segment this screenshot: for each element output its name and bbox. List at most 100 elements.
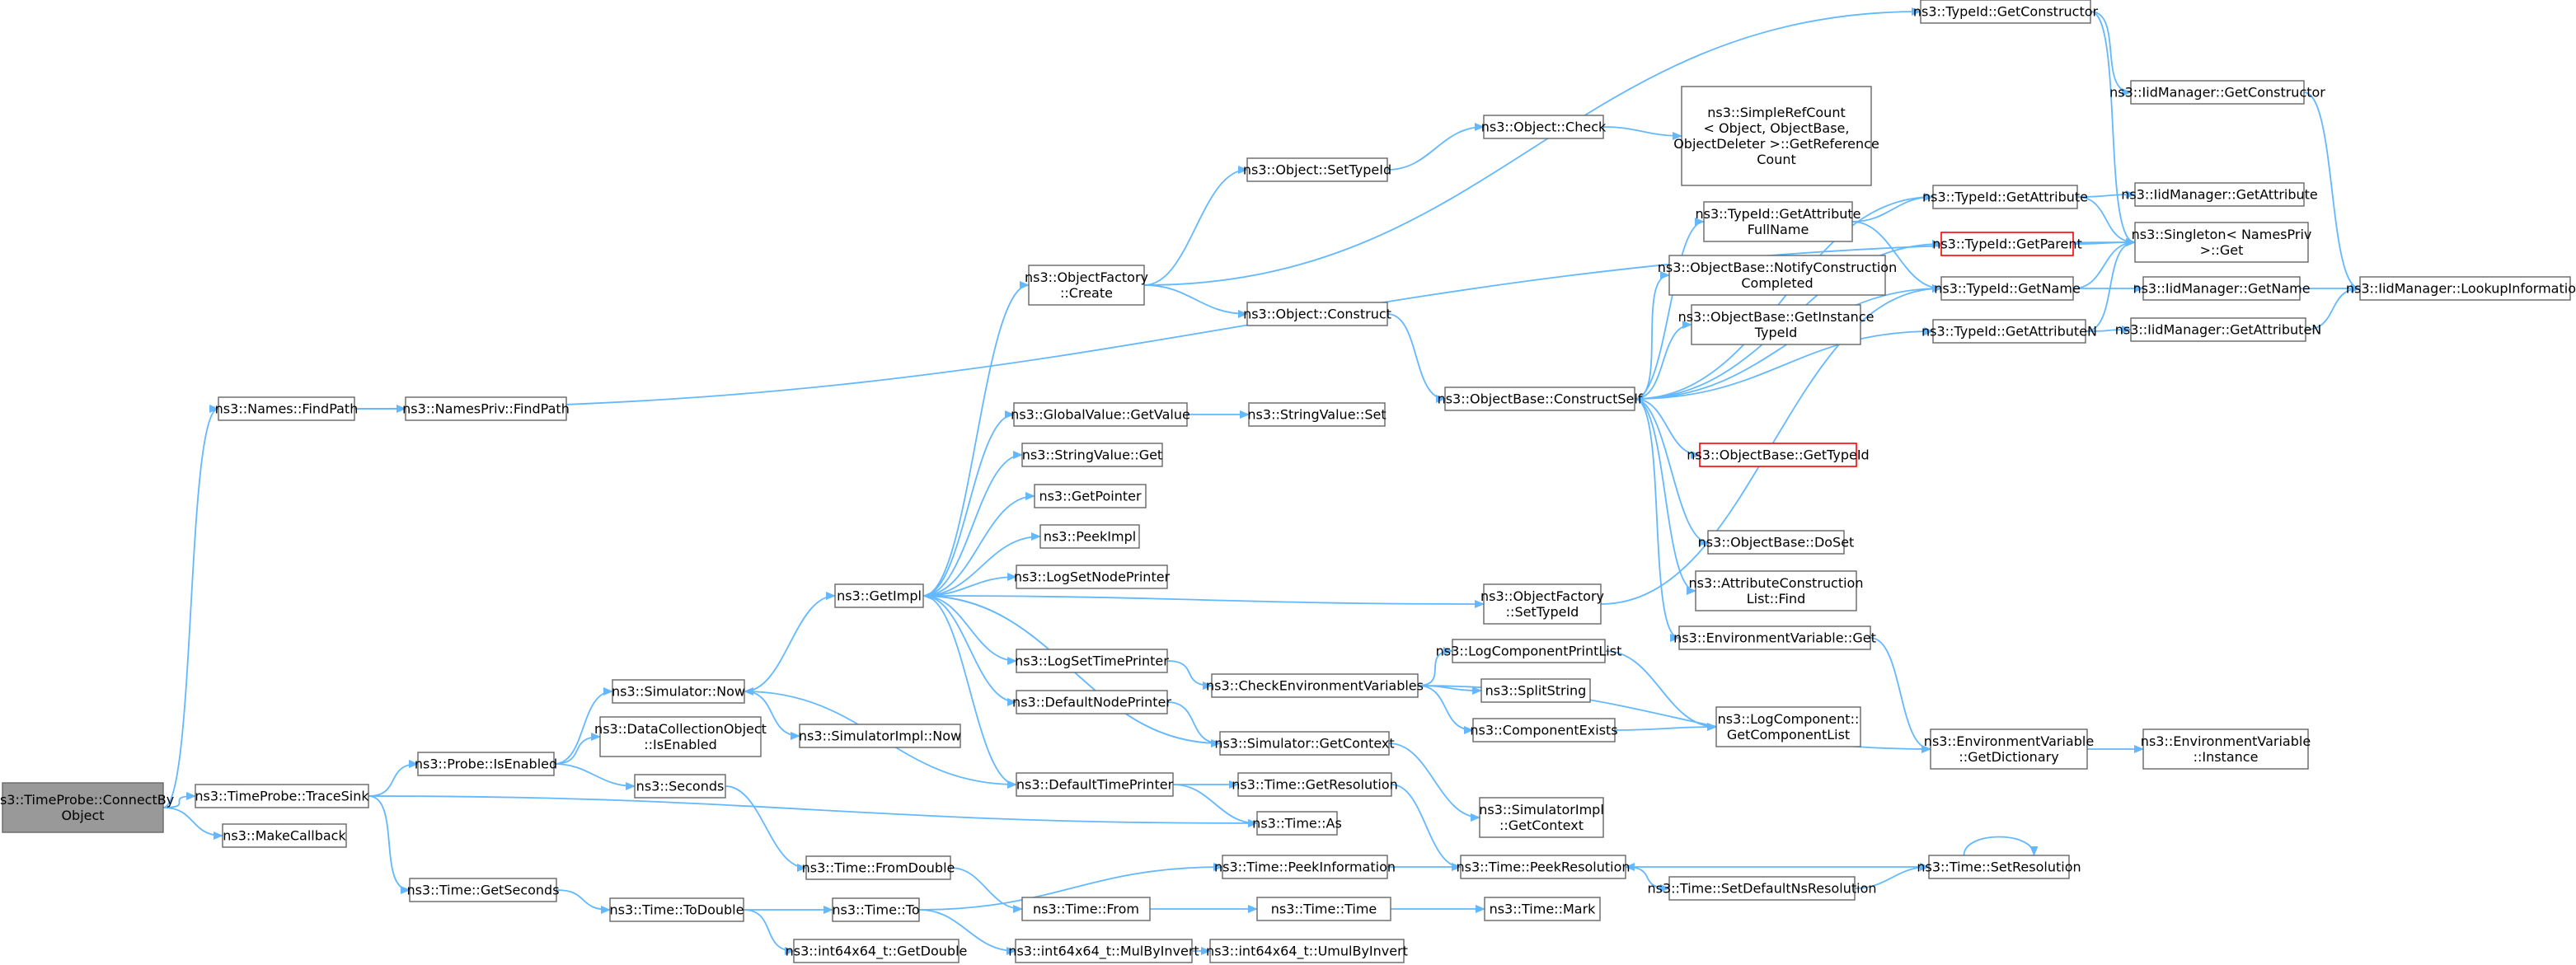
node-label: ns3::GlobalValue::GetValue	[1011, 407, 1190, 423]
edge-getres-to-peekres	[1391, 784, 1462, 871]
node-simimplctx[interactable]: ns3::SimulatorImpl::GetContext	[1479, 797, 1604, 838]
node-srcget[interactable]: ns3::SimpleRefCount< Object, ObjectBase,…	[1673, 86, 1879, 186]
node-ofcreate[interactable]: ns3::ObjectFactory::Create	[1025, 265, 1148, 306]
node-tidgetctor[interactable]: ns3::TypeId::GetConstructor	[1913, 0, 2099, 24]
node-todouble[interactable]: ns3::Time::ToDouble	[609, 897, 744, 922]
edge-timeto-to-mulbyinv	[918, 909, 1016, 955]
node-mulbyinv[interactable]: ns3::int64x64_t::MulByInvert	[1008, 939, 1199, 963]
node-box	[1222, 855, 1388, 879]
node-obgettid[interactable]: ns3::ObjectBase::GetTypeId	[1687, 443, 1870, 467]
node-compexists[interactable]: ns3::ComponentExists	[1470, 718, 1618, 742]
node-box	[1016, 690, 1168, 714]
node-label: >::Get	[2200, 242, 2244, 258]
node-label: ns3::CheckEnvironmentVariables	[1206, 678, 1424, 694]
node-envget[interactable]: ns3::EnvironmentVariable::Get	[1673, 625, 1876, 650]
node-timetime[interactable]: ns3::Time::Time	[1256, 897, 1391, 921]
node-obdoset[interactable]: ns3::ObjectBase::DoSet	[1698, 530, 1855, 555]
node-iidgetname[interactable]: ns3::IidManager::GetName	[2133, 276, 2311, 301]
node-box	[222, 823, 347, 848]
node-dco[interactable]: ns3::DataCollectionObject::IsEnabled	[594, 716, 767, 757]
node-tracesink[interactable]: ns3::TimeProbe::TraceSink	[195, 784, 369, 808]
node-setres[interactable]: ns3::Time::SetResolution	[1917, 855, 2081, 879]
node-simnow[interactable]: ns3::Simulator::Now	[612, 679, 745, 704]
node-namesprivfind[interactable]: ns3::NamesPriv::FindPath	[402, 396, 570, 421]
node-getpointer[interactable]: ns3::GetPointer	[1034, 484, 1147, 508]
node-label: ObjectDeleter >::GetReference	[1673, 136, 1879, 152]
node-tidgetparent[interactable]: ns3::TypeId::GetParent	[1932, 232, 2082, 256]
node-peekimpl[interactable]: ns3::PeekImpl	[1039, 524, 1140, 549]
node-probeen[interactable]: ns3::Probe::IsEnabled	[415, 752, 557, 776]
node-label: ns3::ObjectFactory	[1025, 269, 1148, 285]
edge-seconds-to-fromdouble	[725, 785, 807, 872]
node-box	[612, 679, 745, 704]
node-defnode[interactable]: ns3::DefaultNodePrinter	[1012, 690, 1171, 714]
node-label: ns3::Time::FromDouble	[802, 860, 955, 876]
node-splitstring[interactable]: ns3::SplitString	[1480, 678, 1591, 703]
node-label: ns3::IidManager::GetAttribute	[2121, 187, 2318, 203]
node-objcheck[interactable]: ns3::Object::Check	[1481, 115, 1607, 139]
node-timemark[interactable]: ns3::Time::Mark	[1484, 897, 1601, 921]
node-lognode[interactable]: ns3::LogSetNodePrinter	[1014, 564, 1171, 589]
edge-getimpl-to-gvget	[922, 410, 1015, 597]
node-tidgetattr[interactable]: ns3::TypeId::GetAttribute	[1922, 185, 2088, 209]
node-fromdouble[interactable]: ns3::Time::FromDouble	[802, 855, 955, 880]
node-box	[1452, 639, 1606, 663]
node-getdouble[interactable]: ns3::int64x64_t::GetDouble	[786, 939, 968, 963]
node-label: ns3::NamesPriv::FindPath	[402, 401, 570, 417]
node-box	[2130, 80, 2305, 105]
node-getres[interactable]: ns3::Time::GetResolution	[1232, 772, 1398, 797]
node-timefrom[interactable]: ns3::Time::From	[1021, 897, 1151, 921]
node-label: ns3::Simulator::GetContext	[1214, 736, 1394, 752]
node-box	[1483, 115, 1604, 139]
node-objsettid[interactable]: ns3::Object::SetTypeId	[1243, 157, 1391, 182]
node-logcompget[interactable]: ns3::LogComponent::GetComponentList	[1715, 706, 1861, 747]
node-svset[interactable]: ns3::StringValue::Set	[1247, 402, 1387, 427]
node-svget[interactable]: ns3::StringValue::Get	[1021, 443, 1163, 467]
node-seconds[interactable]: ns3::Seconds	[634, 774, 726, 799]
node-peekinfo[interactable]: ns3::Time::PeekInformation	[1214, 855, 1396, 879]
node-iidgetattrn[interactable]: ns3::IidManager::GetAttributeN	[2115, 317, 2322, 342]
node-findpath[interactable]: ns3::Names::FindPath	[215, 396, 359, 421]
node-umulbyinv[interactable]: ns3::int64x64_t::UmulByInvert	[1206, 939, 1408, 963]
node-envinst[interactable]: ns3::EnvironmentVariable::Instance	[2141, 728, 2311, 770]
node-ofsettid[interactable]: ns3::ObjectFactory::SetTypeId	[1480, 583, 1604, 625]
node-gvget[interactable]: ns3::GlobalValue::GetValue	[1011, 402, 1190, 427]
node-label: ns3::Object::Check	[1481, 119, 1607, 135]
node-tidgetattrn[interactable]: ns3::TypeId::GetAttributeN	[1921, 319, 2097, 344]
node-singleton[interactable]: ns3::Singleton< NamesPriv>::Get	[2132, 222, 2312, 263]
edge-tidgetattr-to-iidgetattr	[2076, 190, 2136, 199]
node-box	[1039, 524, 1140, 549]
node-iidgetctor[interactable]: ns3::IidManager::GetConstructor	[2109, 80, 2325, 105]
edge-tidgetname-to-singleton	[2072, 238, 2136, 289]
node-peekres[interactable]: ns3::Time::PeekResolution	[1456, 855, 1631, 879]
node-obnotify[interactable]: ns3::ObjectBase::NotifyConstructionCompl…	[1658, 255, 1897, 296]
edge-logtime-to-checkenv	[1166, 660, 1213, 690]
node-getseconds[interactable]: ns3::Time::GetSeconds	[406, 878, 560, 902]
node-getimpl[interactable]: ns3::GetImpl	[834, 583, 924, 608]
edge-defnode-to-simgetctx	[1166, 701, 1221, 747]
node-iidlookup[interactable]: ns3::IidManager::LookupInformation	[2346, 276, 2576, 301]
node-obcself[interactable]: ns3::ObjectBase::ConstructSelf	[1438, 386, 1643, 411]
node-timeas[interactable]: ns3::Time::As	[1252, 811, 1342, 836]
node-simimplnow[interactable]: ns3::SimulatorImpl::Now	[799, 724, 961, 748]
node-iidgetattr[interactable]: ns3::IidManager::GetAttribute	[2121, 182, 2318, 207]
node-objconstruct[interactable]: ns3::Object::Construct	[1243, 302, 1391, 326]
node-tidgetname[interactable]: ns3::TypeId::GetName	[1934, 276, 2081, 301]
node-logtime[interactable]: ns3::LogSetTimePrinter	[1015, 649, 1169, 673]
node-timeto[interactable]: ns3::Time::To	[832, 897, 920, 922]
edge-logcompprint-to-logcompget	[1604, 650, 1717, 731]
node-simgetctx[interactable]: ns3::Simulator::GetContext	[1214, 731, 1395, 756]
node-box	[1219, 731, 1390, 756]
node-label: ::IsEnabled	[644, 737, 717, 752]
node-checkenv[interactable]: ns3::CheckEnvironmentVariables	[1206, 673, 1424, 698]
node-deftime[interactable]: ns3::DefaultTimePrinter	[1016, 772, 1174, 797]
node-envdict[interactable]: ns3::EnvironmentVariable::GetDictionary	[1924, 728, 2094, 770]
node-logcompprint[interactable]: ns3::LogComponentPrintList	[1436, 639, 1622, 663]
node-setdefns[interactable]: ns3::Time::SetDefaultNsResolution	[1647, 876, 1877, 901]
edge-ofcreate-to-tidgetctor	[1143, 7, 1921, 286]
node-makecb[interactable]: ns3::MakeCallback	[222, 823, 347, 848]
